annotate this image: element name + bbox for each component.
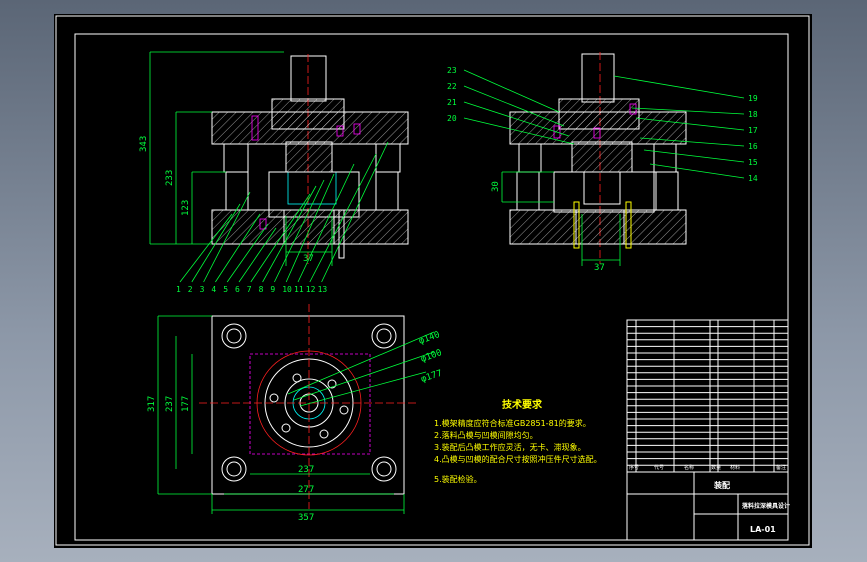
front-leader-line	[321, 141, 389, 283]
side-part-label: 17	[748, 126, 758, 135]
side-leader-line	[639, 137, 745, 147]
front-part-label: 4	[211, 285, 216, 294]
front-leader-line	[285, 173, 335, 283]
front-part-label: 12	[306, 285, 316, 294]
side-leader-line	[643, 149, 745, 163]
diameter-140: φ140	[418, 330, 442, 347]
front-dim-37: 37	[303, 254, 314, 264]
side-part-label: 20	[447, 114, 457, 123]
front-leader-line	[238, 227, 277, 283]
front-leader-line	[226, 223, 269, 283]
bom-header-mat: 材料	[730, 464, 740, 471]
top-dim-237h: 237	[165, 396, 175, 412]
side-dim-37: 37	[594, 263, 605, 273]
side-leader-line	[463, 117, 575, 145]
side-dim-30: 30	[491, 181, 501, 192]
top-view	[157, 304, 435, 514]
side-part-label: 15	[748, 158, 758, 167]
front-part-label: 11	[294, 285, 304, 294]
note-line-5: 5.装配检验。	[434, 474, 482, 484]
front-dim-343: 343	[139, 136, 149, 152]
bom-header-code: 代号	[654, 464, 664, 471]
note-line-4: 4.凸模与凹模的配合尺寸按照冲压件尺寸选配。	[434, 454, 602, 464]
tech-notes: 技术要求 1.模架精度应符合标准GB2851-81的要求。 2.落料凸模与凹模间…	[434, 398, 602, 484]
notes-title: 技术要求	[502, 398, 543, 411]
side-part-label: 22	[447, 82, 457, 91]
front-part-label: 10	[282, 285, 292, 294]
top-dim-277: 277	[298, 485, 314, 495]
side-leader-line	[463, 101, 570, 137]
front-leader-line	[250, 193, 311, 283]
front-leader-line	[215, 213, 261, 283]
frame-border	[74, 33, 789, 541]
side-leader-line	[631, 107, 745, 115]
side-part-label: 16	[748, 142, 758, 151]
top-dim-317: 317	[147, 396, 157, 412]
front-part-label: 3	[200, 285, 205, 294]
bom-header-qty: 数量	[711, 464, 721, 471]
note-line-3: 3.装配后凸模工作应灵活，无卡、滞现象。	[434, 442, 586, 452]
side-leader-line	[613, 75, 745, 99]
front-leader-line	[297, 163, 355, 283]
bom-header-rem: 备注	[776, 464, 786, 471]
side-leader-line	[635, 117, 745, 131]
front-part-label: 2	[188, 285, 193, 294]
note-line-1: 1.模架精度应符合标准GB2851-81的要求。	[434, 418, 591, 428]
side-leader-line	[463, 85, 565, 127]
front-leader-line	[262, 185, 317, 283]
front-part-label: 5	[223, 285, 228, 294]
top-dim-357: 357	[298, 513, 314, 523]
front-leader-line	[309, 153, 377, 283]
side-part-label: 14	[748, 174, 758, 183]
side-leader-line	[463, 69, 560, 113]
front-view	[149, 51, 409, 283]
front-dim-233: 233	[165, 170, 175, 186]
bom-header-name: 名称	[684, 464, 694, 471]
note-line-2: 2.落料凸模与凹模间隙均匀。	[434, 430, 538, 440]
front-part-label: 7	[247, 285, 252, 294]
title-block-dwgno: LA-01	[750, 525, 776, 534]
front-part-label: 6	[235, 285, 240, 294]
side-view	[463, 52, 745, 266]
front-part-label: 9	[270, 285, 275, 294]
title-block-name: 落料拉深模具设计	[742, 502, 790, 510]
front-leader-line	[191, 203, 241, 283]
diameter-177: φ177	[420, 369, 444, 385]
top-dim-177: 177	[181, 396, 191, 412]
bom-header-no: 序号	[629, 464, 639, 471]
side-part-label: 19	[748, 94, 758, 103]
front-leader-line	[179, 213, 233, 283]
diameter-100: φ100	[420, 348, 444, 365]
side-part-label: 23	[447, 66, 457, 75]
title-block-assy: 装配	[713, 480, 730, 490]
front-leader-line	[203, 191, 251, 283]
side-part-label: 21	[447, 98, 457, 107]
side-leader-line	[649, 163, 745, 179]
side-part-label: 18	[748, 110, 758, 119]
front-leader-line	[274, 179, 325, 283]
title-block: 序号 代号 名称 数量 材料 备注 装配 落料拉深模具设计 LA-01	[626, 319, 790, 541]
front-part-label: 13	[318, 285, 328, 294]
front-part-label: 8	[259, 285, 264, 294]
front-dim-123: 123	[181, 200, 191, 216]
top-dim-237w: 237	[298, 465, 314, 475]
outer-border	[55, 15, 810, 546]
front-part-label: 1	[176, 285, 181, 294]
